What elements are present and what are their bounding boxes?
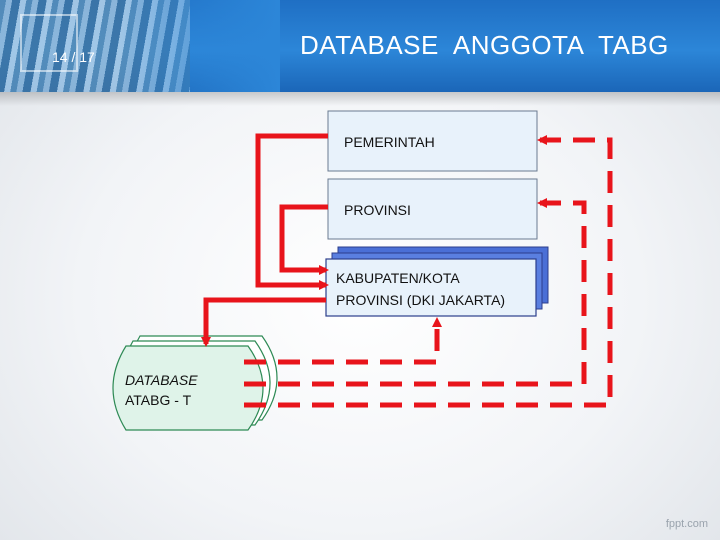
db-scroll-front: [113, 346, 263, 430]
label-database-line2: ATABG - T: [125, 392, 191, 408]
label-database-line1: DATABASE: [125, 372, 198, 388]
label-pemerintah: PEMERINTAH: [344, 134, 435, 150]
label-kabupaten-line1: KABUPATEN/KOTA: [336, 270, 460, 286]
label-provinsi: PROVINSI: [344, 202, 411, 218]
watermark: fppt.com: [666, 518, 708, 530]
arrow-pemerintah-to-kabupaten: [258, 136, 328, 285]
label-kabupaten-line2: PROVINSI (DKI JAKARTA): [336, 292, 505, 308]
arrow-provinsi-to-kabupaten: [282, 207, 328, 270]
